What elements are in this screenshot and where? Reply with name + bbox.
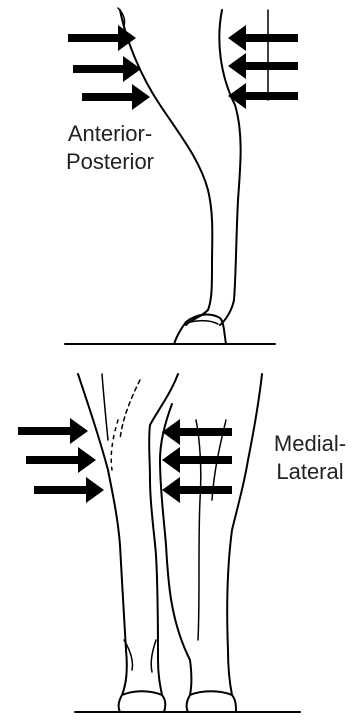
bottom-left-arrows: [18, 418, 104, 503]
arrow-left-icon: [228, 53, 298, 79]
arrow-right-icon: [34, 477, 104, 503]
arrow-right-icon: [82, 84, 150, 110]
top-right-arrows: [228, 25, 298, 109]
anterior-posterior-label: Anterior- Posterior: [44, 120, 176, 176]
arrow-right-icon: [26, 447, 96, 473]
bottom-right-arrows: [162, 419, 232, 503]
label-line: Lateral: [260, 458, 360, 486]
arrow-right-icon: [68, 25, 136, 51]
top-left-arrows: [68, 25, 150, 110]
label-line: Posterior: [44, 148, 176, 176]
label-line: Medial-: [260, 430, 360, 458]
arrow-left-icon: [162, 447, 232, 473]
arrow-right-icon: [18, 418, 88, 444]
medial-lateral-label: Medial- Lateral: [260, 430, 360, 486]
arrow-left-icon: [162, 477, 232, 503]
arrow-right-icon: [73, 56, 141, 82]
label-line: Anterior-: [44, 120, 176, 148]
arrow-left-icon: [228, 83, 298, 109]
rear-view-legs: [75, 374, 300, 712]
arrow-left-icon: [228, 25, 298, 51]
